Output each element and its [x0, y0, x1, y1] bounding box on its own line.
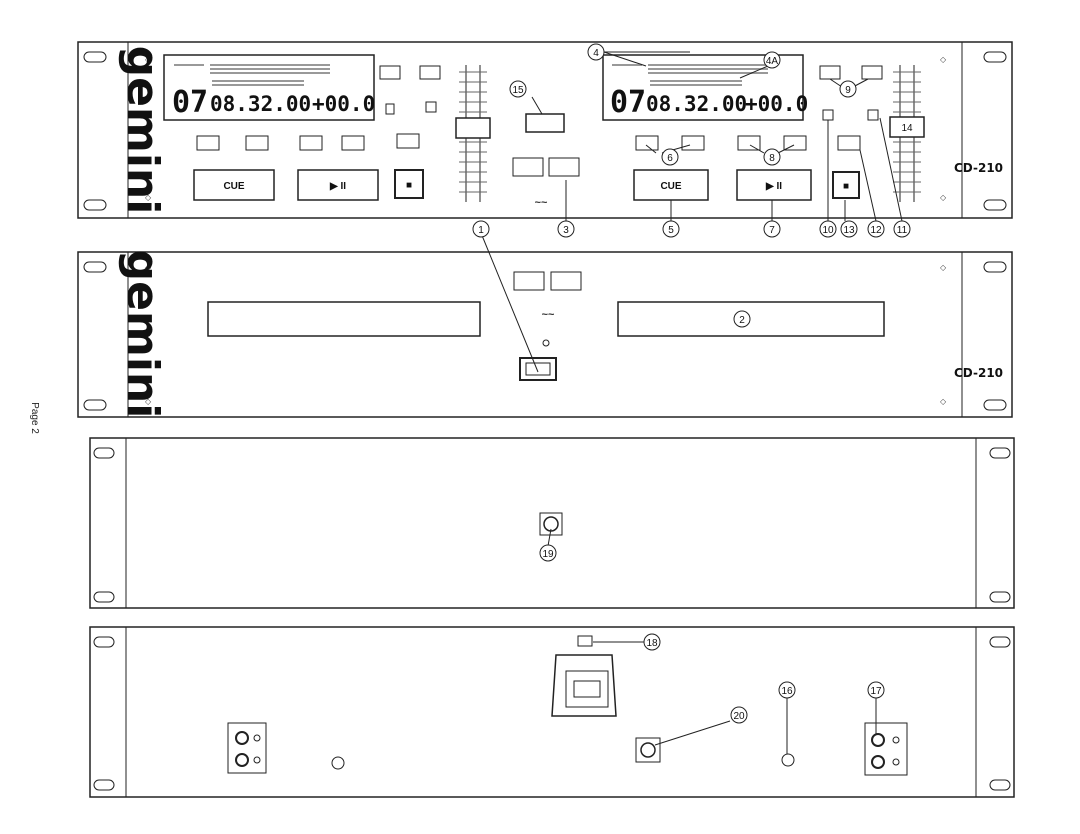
left-skip-back-button[interactable]: [299, 135, 323, 151]
callout-circles: [472, 43, 911, 724]
right-single-button[interactable]: [861, 65, 883, 80]
callout-11: 11: [897, 225, 908, 236]
left-time-button[interactable]: [379, 65, 401, 80]
page-label: Page 2: [29, 402, 40, 434]
svg-text:◇: ◇: [145, 397, 152, 406]
left-line-output-jacks[interactable]: [227, 722, 267, 774]
right-lcd-track: 07: [610, 85, 646, 120]
callouts: [480, 51, 903, 754]
left-pitch-on-button[interactable]: [396, 133, 420, 149]
callout-5: 5: [668, 225, 674, 236]
remote-rear-panel: [89, 437, 1015, 609]
svg-text:~~: ~~: [535, 197, 548, 209]
callout-13: 13: [843, 225, 855, 236]
callout-15: 15: [512, 85, 524, 96]
callout-4: 4: [593, 48, 599, 59]
left-play-pause-button[interactable]: [297, 169, 379, 201]
right-cue-label: CUE: [660, 181, 681, 192]
model-label-main: CD-210: [954, 161, 1003, 175]
right-search-back-button[interactable]: [635, 135, 659, 151]
relay-button[interactable]: [525, 113, 565, 133]
voltage-selector-switch[interactable]: [577, 635, 593, 647]
left-cue-button[interactable]: [193, 169, 275, 201]
callout-7: 7: [769, 225, 775, 236]
svg-text:~~: ~~: [542, 309, 555, 321]
left-search-back-button[interactable]: [196, 135, 220, 151]
model-label-transport: CD-210: [954, 366, 1003, 380]
svg-text:◇: ◇: [940, 55, 947, 64]
right-lcd-pitch: +00.0: [745, 92, 808, 116]
left-lcd-time: 08.32.00: [210, 92, 311, 116]
left-disc-tray[interactable]: [207, 301, 481, 337]
front-panel-main: ◇ ◇ ◇ ◇ gemini 07 08.32.00 +00.0 CUE ▶ I…: [77, 41, 1013, 219]
right-stop-glyph: ■: [843, 181, 849, 192]
left-pitch-slider[interactable]: [455, 65, 491, 202]
right-play-pause-label: ▶ II: [765, 181, 782, 192]
callout-4a: 4A: [766, 56, 779, 67]
left-play-pause-label: ▶ II: [329, 181, 346, 192]
tray-right-open-button[interactable]: [550, 271, 582, 291]
callout-8: 8: [769, 153, 775, 164]
svg-text:◇: ◇: [940, 397, 947, 406]
brand-logo: gemini: [117, 46, 168, 215]
callout-17: 17: [870, 686, 882, 697]
left-stop-glyph: ■: [406, 180, 412, 191]
right-lcd-time: 08.32.00: [646, 92, 747, 116]
brand-logo-transport: gemini: [117, 250, 168, 419]
left-single-button[interactable]: [419, 65, 441, 80]
right-time-button[interactable]: [819, 65, 841, 80]
left-cue-label: CUE: [223, 181, 244, 192]
callout-16: 16: [781, 686, 793, 697]
callout-6: 6: [667, 153, 673, 164]
right-stop-button[interactable]: [832, 171, 860, 199]
left-search-forward-button[interactable]: [245, 135, 269, 151]
callout-3: 3: [563, 225, 569, 236]
remote-control-socket[interactable]: [543, 516, 559, 532]
left-stop-button[interactable]: [394, 169, 424, 199]
right-pitch-on-small-button[interactable]: [822, 109, 834, 121]
tray-left-open-button[interactable]: [513, 271, 545, 291]
right-search-forward-button[interactable]: [681, 135, 705, 151]
remote-connection-socket[interactable]: [640, 742, 656, 758]
right-cue-button[interactable]: [633, 169, 709, 201]
callout-1: 1: [478, 225, 484, 236]
right-pitch-slider[interactable]: [889, 65, 925, 202]
right-digital-output-jack[interactable]: [781, 753, 795, 767]
main-rear-panel: [89, 626, 1015, 798]
left-pitch-range-button[interactable]: [425, 101, 437, 113]
left-skip-forward-button[interactable]: [341, 135, 365, 151]
svg-text:◇: ◇: [145, 193, 152, 202]
right-skip-forward-button[interactable]: [783, 135, 807, 151]
svg-text:◇: ◇: [145, 263, 152, 272]
callout-9: 9: [845, 85, 851, 96]
right-skip-back-button[interactable]: [737, 135, 761, 151]
right-pitch-on-button[interactable]: [837, 135, 861, 151]
callout-14: 14: [901, 123, 913, 134]
callout-18: 18: [646, 638, 658, 649]
left-lcd-track: 07: [172, 85, 208, 120]
open-close-right-button[interactable]: [548, 157, 580, 177]
right-disc-tray[interactable]: [617, 301, 885, 337]
open-close-left-button[interactable]: [512, 157, 544, 177]
svg-text:◇: ◇: [940, 263, 947, 272]
callout-12: 12: [870, 225, 882, 236]
callout-2: 2: [739, 315, 745, 326]
left-digital-output-jack[interactable]: [331, 756, 345, 770]
right-pitch-range-button[interactable]: [867, 109, 879, 121]
left-relay-button[interactable]: [385, 103, 395, 115]
right-line-output-jacks[interactable]: [864, 722, 908, 776]
svg-text:◇: ◇: [940, 193, 947, 202]
svg-text:◇: ◇: [145, 55, 152, 64]
left-lcd-pitch: +00.0: [312, 92, 375, 116]
callout-10: 10: [822, 225, 834, 236]
callout-19: 19: [542, 549, 554, 560]
callout-20: 20: [733, 711, 745, 722]
transport-panel: ◇ ◇ ◇ ◇ gemini ~~ CD-210: [77, 250, 1013, 419]
right-play-pause-button[interactable]: [736, 169, 812, 201]
